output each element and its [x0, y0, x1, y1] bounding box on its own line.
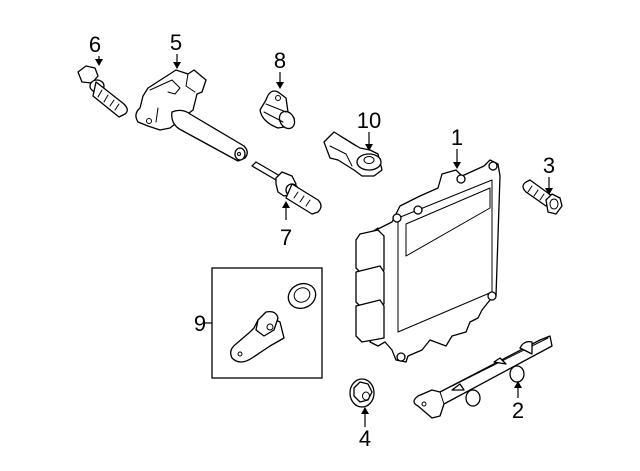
part-1-engine-control-module[interactable]	[355, 159, 501, 363]
part-6-bolt[interactable]	[77, 65, 128, 118]
callout-5: 5	[170, 30, 182, 69]
callout-7: 7	[280, 201, 292, 250]
part-9-sensor-kit[interactable]	[211, 267, 323, 379]
callout-10-label: 10	[357, 108, 381, 133]
callout-7-label: 7	[280, 225, 292, 250]
callout-4: 4	[359, 407, 371, 451]
callout-8-label: 8	[274, 48, 286, 73]
callout-3-label: 3	[543, 153, 555, 178]
callout-9: 9	[194, 311, 212, 336]
callout-2-label: 2	[512, 398, 524, 423]
part-4-nut[interactable]	[349, 378, 375, 408]
callout-6-label: 6	[89, 32, 101, 57]
callout-1-label: 1	[451, 125, 463, 150]
callout-9-label: 9	[194, 311, 206, 336]
part-7-spark-plug[interactable]	[251, 161, 322, 215]
callout-5-label: 5	[170, 30, 182, 55]
part-2-bracket[interactable]	[413, 335, 553, 419]
part-3-bolt[interactable]	[522, 179, 563, 215]
callout-1: 1	[451, 125, 463, 169]
callout-10: 10	[357, 108, 381, 151]
callout-6: 6	[89, 32, 103, 66]
part-8-sensor[interactable]	[259, 90, 298, 131]
callout-2: 2	[512, 381, 524, 423]
part-10-knock-sensor[interactable]	[323, 131, 383, 177]
part-5-ignition-coil[interactable]	[135, 69, 248, 162]
callout-3: 3	[543, 153, 555, 195]
callout-8: 8	[274, 48, 286, 89]
callout-4-label: 4	[359, 426, 371, 451]
